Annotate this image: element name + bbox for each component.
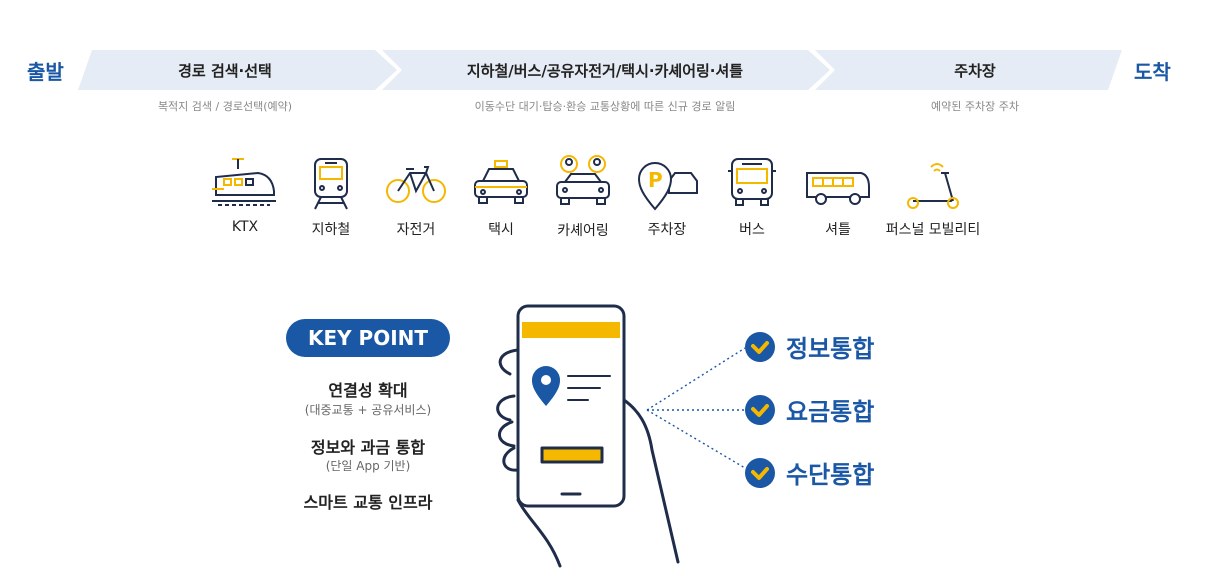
phone-header-bar [522,322,620,338]
key-point-2-subtitle: (단일 App 기반) [325,459,411,473]
stage-3-chevron [815,50,1122,90]
mode-label: 주차장 [647,222,687,238]
mode-subway: 지하철 [276,155,386,239]
end-label: 도착 [1134,60,1171,84]
stage-3-subtitle: 예약된 주차장 주차 [931,100,1019,113]
subway-icon [276,155,386,211]
benefit-mode-integration: 수단통합 [744,455,874,490]
stage-1-subtitle: 복적지 검색 / 경로선택(예약) [157,100,293,113]
benefit-label: 수단통합 [786,461,875,489]
check-icon [745,457,775,488]
benefit-label: 정보통합 [786,335,875,363]
stage-1-title: 경로 검색·선택 [178,62,272,80]
mode-label: 퍼스널 모빌리티 [885,222,981,238]
stage-3-title: 주차장 [954,62,996,80]
shuttle-icon [783,155,893,211]
mode-label: 카셰어링 [557,223,609,239]
mode-bicycle: 자전거 [361,155,471,239]
mode-label: 버스 [739,222,765,238]
mode-label: 셔틀 [825,222,851,238]
stage-2-chevron [382,50,830,90]
key-point-2-title: 정보와 과금 통합 [310,438,426,457]
benefit-info-integration: 정보통합 [744,329,874,364]
key-point-1-title: 연결성 확대 [328,381,408,400]
mode-parking: P 주차장 [612,155,722,239]
location-pin-icon [532,366,560,406]
mode-carsharing: 카셰어링 [528,152,638,240]
phone-action-bar [540,446,604,464]
scooter-icon [878,155,988,211]
mode-label: 지하철 [311,222,351,238]
parking-icon: P [612,155,722,211]
stage-2-title: 지하철/버스/공유자전거/택시·카셰어링·셔틀 [466,62,744,80]
ktx-train-icon [190,155,300,211]
key-point-1-subtitle: (대중교통 + 공유서비스) [304,403,432,417]
key-point-3-title: 스마트 교통 인프라 [303,493,433,512]
stage-2-subtitle: 이동수단 대기·탑승·환승 교통상황에 따른 신규 경로 알림 [474,100,736,113]
bus-icon [697,155,807,211]
mode-ktx: KTX [190,155,300,235]
phone-hand-illustration [496,304,680,568]
check-icon [745,394,775,425]
benefit-fare-integration: 요금통합 [744,392,874,427]
mode-bus: 버스 [697,155,807,239]
key-point-badge: KEY POINT [286,319,450,357]
mode-personal-mobility: 퍼스널 모빌리티 [878,155,988,239]
check-icon [745,331,775,362]
benefit-label: 요금통합 [786,398,875,426]
mode-shuttle: 셔틀 [783,155,893,239]
stage-1-chevron [78,50,397,90]
mode-taxi: 택시 [446,155,556,239]
carsharing-icon [528,152,638,212]
bicycle-icon [361,155,471,211]
flow-band [78,50,1122,90]
connector-lines [646,347,746,469]
mode-label: 택시 [488,222,514,238]
taxi-icon [446,155,556,211]
mode-label: 자전거 [396,222,436,238]
mode-label: KTX [231,219,259,235]
start-label: 출발 [27,60,64,84]
svg-text:P: P [648,168,663,192]
